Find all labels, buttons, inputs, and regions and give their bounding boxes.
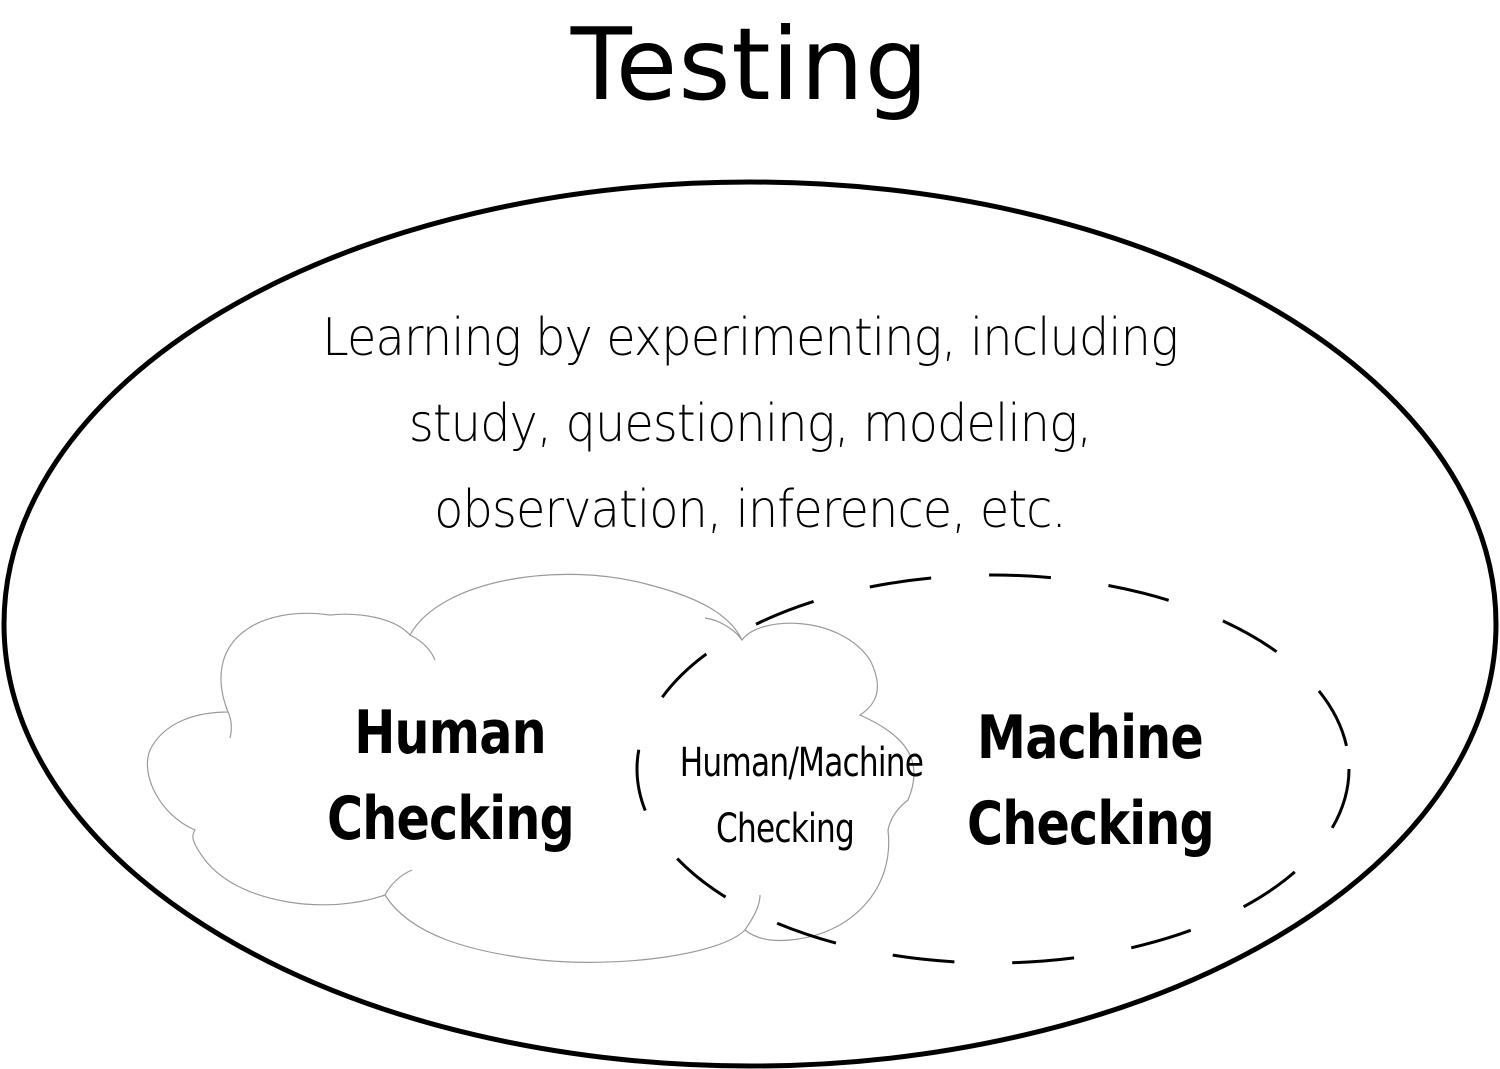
- testing-outer-ellipse: [1, 179, 1499, 1069]
- human-machine-checking-label: Human/Machine Checking: [679, 730, 924, 862]
- label-line: Checking: [967, 789, 1215, 859]
- machine-checking-label: Machine Checking: [967, 695, 1215, 867]
- description-line: study, questioning, modeling,: [408, 394, 1092, 454]
- machine-checking-dashed-ellipse: [635, 573, 1351, 965]
- description-line: observation, inference, etc.: [434, 480, 1067, 540]
- label-line: Checking: [327, 784, 575, 854]
- diagram-title: Testing: [570, 6, 930, 123]
- label-line: Checking: [716, 806, 855, 852]
- human-checking-cloud: [146, 573, 915, 963]
- testing-description: Learning by experimenting, including stu…: [290, 295, 1210, 553]
- human-checking-label: Human Checking: [327, 690, 575, 862]
- label-line: Human/Machine: [679, 740, 924, 786]
- description-line: Learning by experimenting, including: [322, 308, 1179, 368]
- label-line: Machine: [977, 703, 1204, 773]
- label-line: Human: [354, 698, 546, 768]
